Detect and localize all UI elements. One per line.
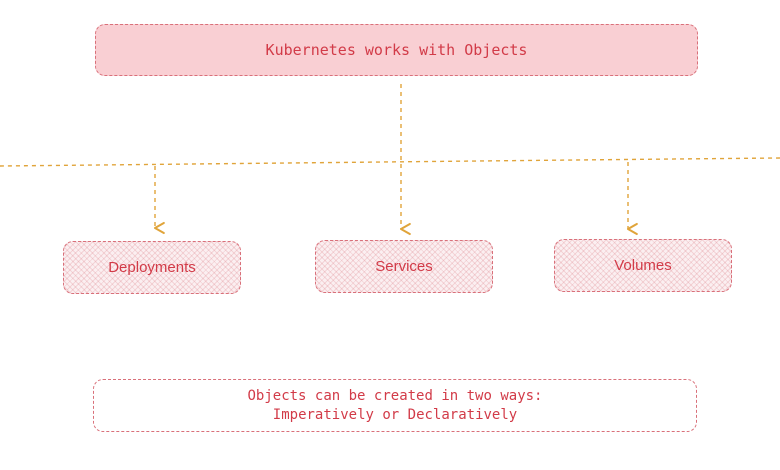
child-node-label: Volumes bbox=[614, 257, 672, 274]
root-node-label: Kubernetes works with Objects bbox=[265, 41, 528, 59]
note-line-1: Objects can be created in two ways: bbox=[247, 388, 543, 405]
child-node-volumes: Volumes bbox=[554, 239, 732, 292]
child-node-services: Services bbox=[315, 240, 493, 293]
child-node-label: Deployments bbox=[108, 259, 196, 276]
bus-connector bbox=[0, 157, 780, 167]
child-node-deployments: Deployments bbox=[63, 241, 241, 294]
child-node-label: Services bbox=[375, 258, 433, 275]
note-line-2: Imperatively or Declaratively bbox=[272, 406, 518, 423]
root-node: Kubernetes works with Objects bbox=[95, 24, 698, 76]
note-box: Objects can be created in two ways: Impe… bbox=[93, 379, 697, 432]
